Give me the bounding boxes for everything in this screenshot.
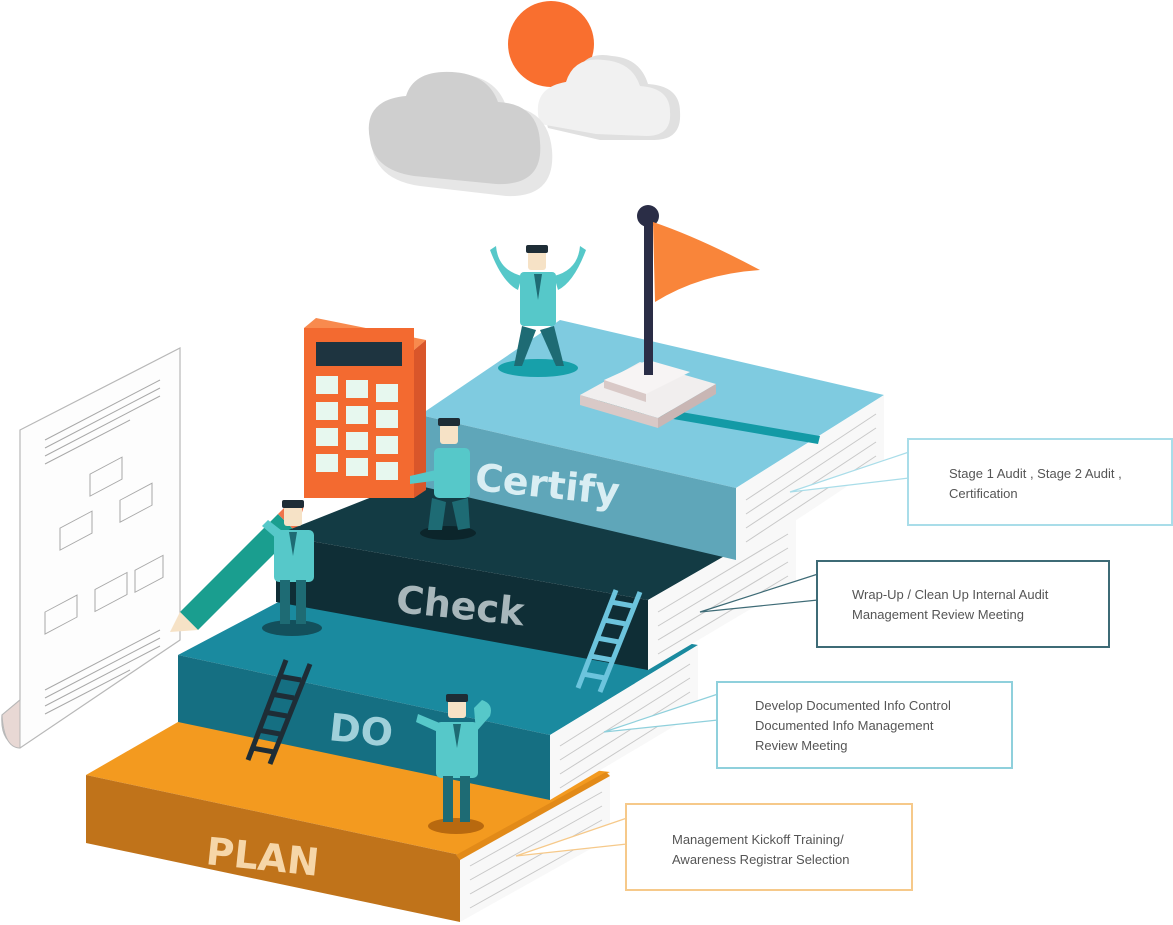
- callout-certify-line-2: Certification: [949, 486, 1018, 501]
- person-icon: [410, 418, 476, 540]
- cloud-icon: [368, 71, 553, 197]
- cloud-icon: [537, 55, 681, 140]
- callout-check-line-1: Wrap-Up / Clean Up Internal Audit: [852, 587, 1049, 602]
- callout-certify: Stage 1 Audit , Stage 2 Audit , Certific…: [907, 438, 1173, 526]
- person-icon: [262, 500, 322, 636]
- document-icon: [1, 347, 181, 749]
- book-label-do: DO: [327, 705, 395, 755]
- ladder-icon: [575, 589, 643, 693]
- callout-plan-line-1: Management Kickoff Training/: [672, 832, 844, 847]
- callout-do-line-3: Review Meeting: [755, 738, 848, 753]
- flag-icon: [580, 205, 760, 428]
- calculator-icon: [304, 318, 426, 498]
- callout-pointers: [515, 451, 910, 857]
- callout-do-line-2: Documented Info Management: [755, 718, 934, 733]
- callout-check: Wrap-Up / Clean Up Internal Audit Manage…: [816, 560, 1110, 648]
- sun-icon: [508, 1, 594, 87]
- callout-plan-line-2: Awareness Registrar Selection: [672, 852, 850, 867]
- callout-do-line-1: Develop Documented Info Control: [755, 698, 951, 713]
- callout-plan: Management Kickoff Training/ Awareness R…: [625, 803, 913, 891]
- callout-certify-line-1: Stage 1 Audit , Stage 2 Audit ,: [949, 466, 1122, 481]
- ladder-icon: [245, 659, 313, 765]
- person-icon: [490, 245, 586, 377]
- callout-do: Develop Documented Info Control Document…: [716, 681, 1013, 769]
- person-icon: [416, 694, 491, 834]
- callout-check-line-2: Management Review Meeting: [852, 607, 1024, 622]
